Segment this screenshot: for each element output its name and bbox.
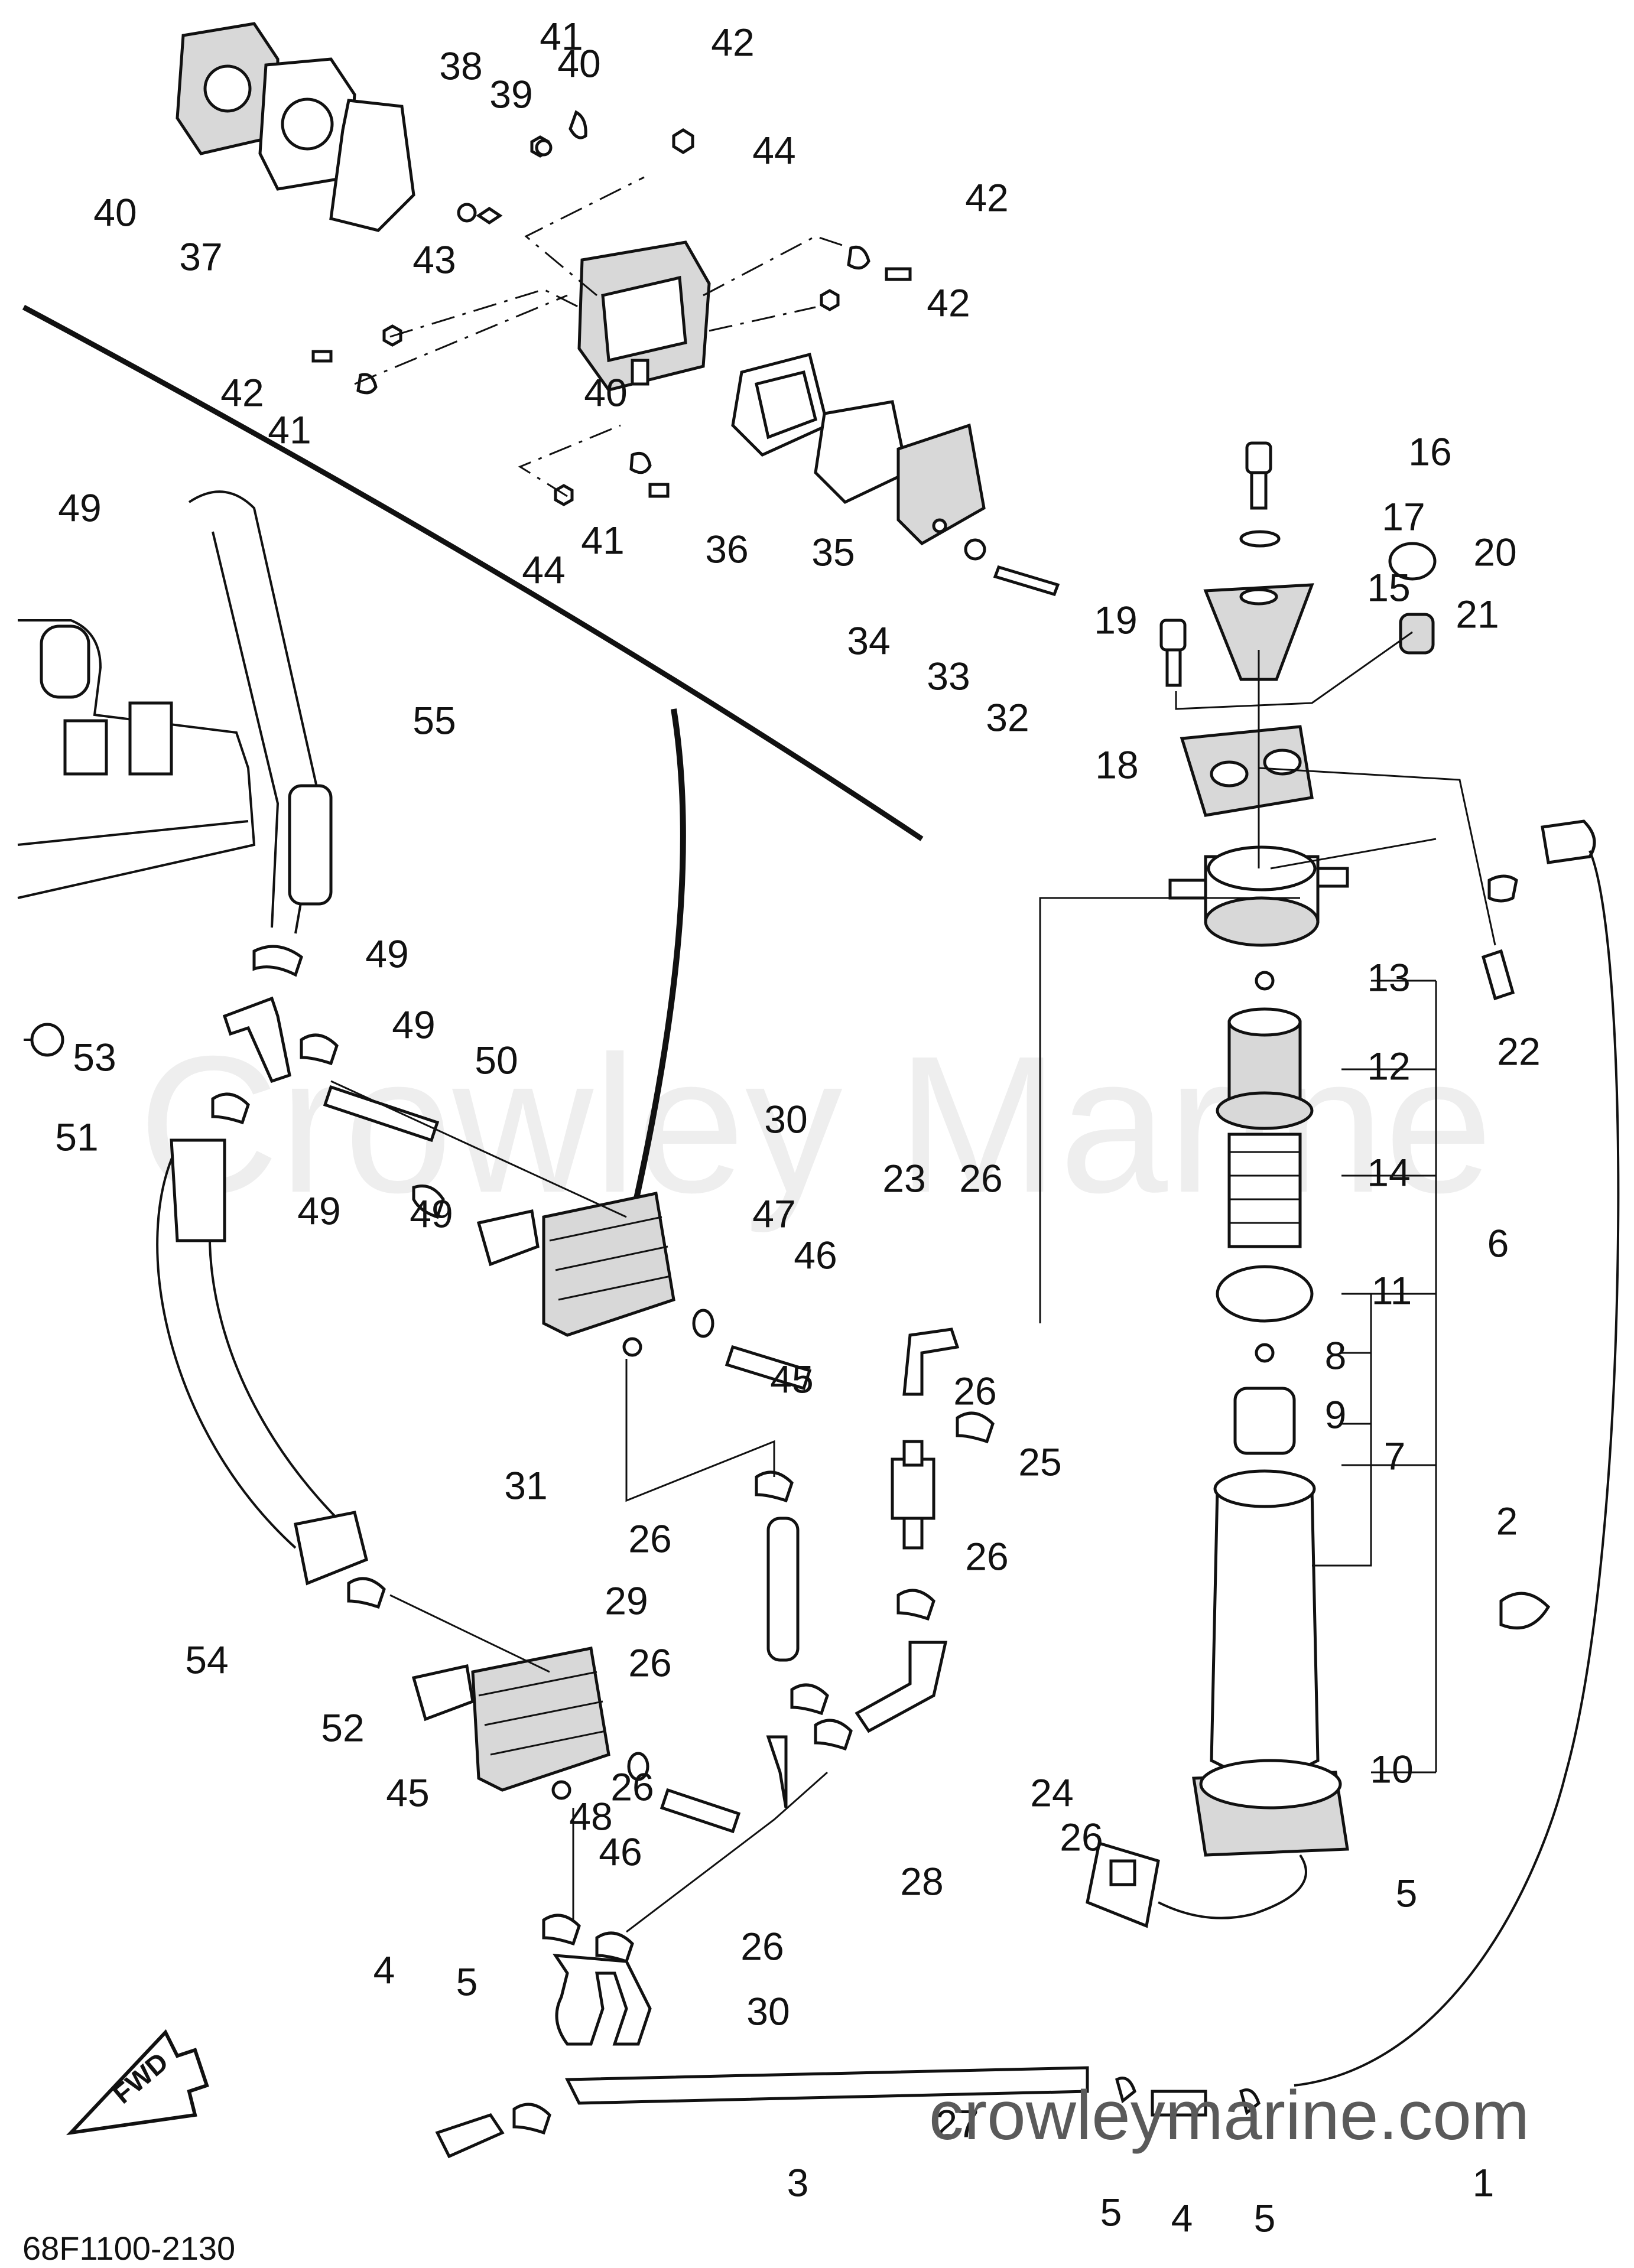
part-label-14: 14 — [1367, 1150, 1410, 1194]
part-label-45: 45 — [386, 1771, 429, 1814]
site-watermark: crowleymarine.com — [929, 2077, 1529, 2155]
part-label-13: 13 — [1367, 955, 1410, 999]
drawing-code: 68F1100-2130 — [22, 2230, 235, 2267]
part-label-42: 42 — [927, 281, 970, 324]
part-label-55: 55 — [412, 698, 456, 742]
part-label-7: 7 — [1384, 1434, 1406, 1478]
part-label-49: 49 — [365, 932, 408, 975]
part-label-26: 26 — [959, 1156, 1002, 1200]
part-label-26: 26 — [1060, 1815, 1103, 1859]
part-label-42: 42 — [965, 175, 1008, 219]
part-label-19: 19 — [1094, 598, 1137, 642]
part-label-26: 26 — [740, 1924, 784, 1968]
part-label-5: 5 — [456, 1960, 478, 2003]
part-label-29: 29 — [605, 1579, 648, 1622]
part-label-49: 49 — [58, 486, 101, 529]
part-label-15: 15 — [1367, 565, 1410, 609]
part-label-38: 38 — [439, 44, 482, 87]
part-label-17: 17 — [1382, 494, 1425, 538]
part-label-33: 33 — [927, 654, 970, 698]
part-label-47: 47 — [752, 1192, 795, 1235]
part-label-25: 25 — [1018, 1440, 1061, 1483]
part-label-46: 46 — [599, 1830, 642, 1873]
part-label-30: 30 — [746, 1989, 790, 2033]
part-label-44: 44 — [752, 128, 795, 172]
part-label-11: 11 — [1372, 1268, 1412, 1312]
part-label-12: 12 — [1367, 1044, 1410, 1088]
part-label-16: 16 — [1408, 429, 1451, 473]
part-label-28: 28 — [900, 1859, 943, 1903]
part-label-27: 27 — [935, 2101, 979, 2145]
section-divider-line — [22, 305, 924, 841]
part-label-45: 45 — [770, 1357, 813, 1401]
part-label-4: 4 — [1171, 2196, 1193, 2240]
engine-hoses-group — [17, 490, 445, 1609]
part-label-23: 23 — [882, 1156, 925, 1200]
part-label-49: 49 — [297, 1189, 340, 1232]
part-label-46: 46 — [794, 1233, 837, 1277]
part-label-22: 22 — [1497, 1029, 1540, 1073]
part-label-5: 5 — [1396, 1871, 1418, 1915]
part-label-30: 30 — [764, 1097, 807, 1141]
part-label-51: 51 — [55, 1115, 98, 1159]
part-label-6: 6 — [1487, 1221, 1509, 1265]
part-label-41: 41 — [581, 518, 624, 562]
part-label-21: 21 — [1456, 592, 1499, 636]
part-label-42: 42 — [220, 370, 264, 414]
part-label-49: 49 — [392, 1003, 435, 1046]
part-label-2: 2 — [1496, 1499, 1518, 1543]
part-label-42: 42 — [711, 20, 754, 64]
part-label-20: 20 — [1473, 530, 1516, 574]
part-label-10: 10 — [1370, 1747, 1413, 1791]
part-label-54: 54 — [185, 1638, 228, 1681]
part-label-41: 41 — [540, 14, 583, 58]
pump-assembly-group — [330, 897, 1300, 2159]
part-label-40: 40 — [93, 190, 137, 234]
part-label-1: 1 — [1473, 2160, 1495, 2204]
part-label-48: 48 — [569, 1794, 612, 1838]
part-label-3: 3 — [787, 2160, 809, 2204]
part-label-9: 9 — [1325, 1392, 1347, 1436]
part-label-39: 39 — [489, 72, 532, 116]
part-label-40: 40 — [557, 41, 600, 85]
part-label-32: 32 — [986, 695, 1029, 739]
part-label-26: 26 — [610, 1765, 654, 1808]
part-label-8: 8 — [1325, 1333, 1347, 1377]
part-label-31: 31 — [504, 1463, 547, 1507]
part-label-43: 43 — [412, 237, 456, 281]
part-label-24: 24 — [1030, 1771, 1073, 1814]
part-label-5: 5 — [1100, 2190, 1122, 2234]
part-label-36: 36 — [705, 527, 748, 571]
part-label-49: 49 — [410, 1192, 453, 1235]
part-label-26: 26 — [953, 1369, 996, 1413]
part-label-26: 26 — [628, 1517, 671, 1560]
part-label-35: 35 — [811, 530, 855, 574]
pump-cover-group — [176, 22, 1060, 597]
part-label-52: 52 — [321, 1706, 364, 1749]
part-label-44: 44 — [522, 548, 565, 591]
part-label-18: 18 — [1095, 743, 1138, 786]
fwd-arrow-group: FWD — [66, 2029, 209, 2136]
fuel-filter-group — [1086, 441, 1620, 2087]
part-label-37: 37 — [179, 235, 222, 278]
part-label-5: 5 — [1254, 2196, 1276, 2240]
detail-arrow — [629, 708, 686, 1218]
part-label-4: 4 — [373, 1948, 395, 1992]
part-label-50: 50 — [475, 1038, 518, 1082]
part-label-26: 26 — [965, 1534, 1008, 1578]
part-label-41: 41 — [268, 408, 311, 451]
part-label-34: 34 — [847, 619, 890, 662]
part-label-26: 26 — [628, 1641, 671, 1684]
part-label-53: 53 — [73, 1035, 116, 1079]
part-label-40: 40 — [584, 370, 627, 414]
